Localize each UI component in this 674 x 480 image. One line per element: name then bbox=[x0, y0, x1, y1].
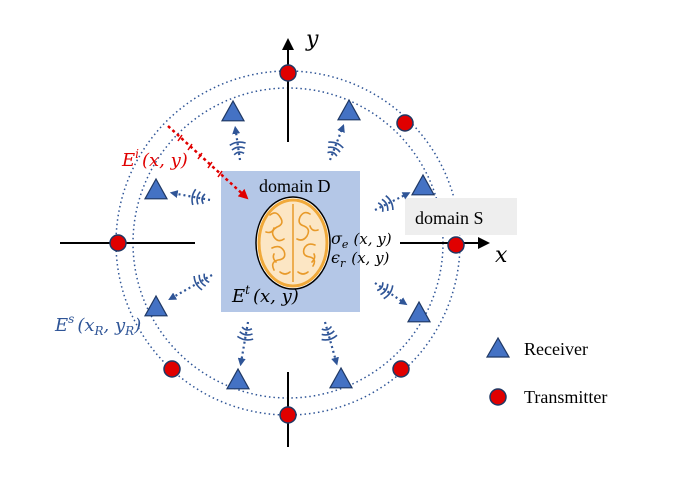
wave-arc bbox=[383, 285, 394, 300]
wave-arc bbox=[241, 326, 253, 331]
wave-arc bbox=[203, 273, 210, 284]
transmitter-1 bbox=[279, 64, 297, 82]
scatter-arrow-8 bbox=[169, 190, 211, 202]
wave-arc bbox=[321, 325, 333, 331]
permittivity-label: ϵr(x, y) bbox=[331, 248, 390, 270]
wave-arc bbox=[229, 141, 246, 146]
receiver-7 bbox=[143, 294, 169, 317]
domain-s-box bbox=[405, 198, 517, 235]
wave-arc bbox=[377, 202, 384, 212]
transmitter-7 bbox=[109, 234, 127, 252]
wave-arc bbox=[191, 188, 197, 206]
receiver-2 bbox=[336, 98, 362, 121]
scatter-arrow-5 bbox=[323, 321, 339, 366]
wave-arc bbox=[327, 146, 341, 153]
wave-arc bbox=[198, 274, 207, 287]
receiver-5 bbox=[328, 366, 354, 389]
receivers bbox=[143, 98, 436, 390]
incident-field-label: Ei(x, y) bbox=[121, 147, 188, 171]
legend: Receiver Transmitter bbox=[485, 336, 607, 407]
scatter-arrow-1 bbox=[232, 125, 242, 161]
scatter-arrow-7 bbox=[168, 274, 213, 301]
legend-receiver-icon bbox=[485, 336, 511, 358]
x-axis-label: x bbox=[495, 243, 508, 268]
brain-icon bbox=[255, 196, 331, 290]
wave-arc bbox=[328, 141, 344, 149]
transmitter-2 bbox=[396, 114, 414, 132]
wave-arc bbox=[385, 195, 394, 211]
wave-arc bbox=[321, 334, 338, 341]
legend-transmitter-label: Transmitter bbox=[524, 387, 607, 407]
scattered-waves bbox=[168, 124, 411, 367]
conductivity-label: σe(x, y) bbox=[331, 229, 392, 251]
transmitter-5 bbox=[279, 406, 297, 424]
wave-arc bbox=[327, 151, 338, 157]
wave-arc bbox=[381, 198, 389, 211]
domain-d-label: domain D bbox=[259, 176, 331, 196]
wave-arc bbox=[376, 282, 384, 292]
scatter-arrow-2 bbox=[328, 124, 345, 161]
receiver-3 bbox=[410, 173, 436, 196]
legend-transmitter-icon bbox=[489, 388, 507, 406]
scatter-arrow-6 bbox=[237, 321, 250, 367]
wave-arc bbox=[196, 191, 201, 205]
wave-arc bbox=[193, 275, 203, 291]
wave-arc bbox=[233, 151, 245, 156]
wave-arc bbox=[231, 146, 246, 151]
y-axis-label: y bbox=[305, 27, 319, 52]
total-field-label: Et(x, y) bbox=[231, 283, 299, 307]
wave-arc bbox=[201, 193, 206, 205]
incident-field-arrow bbox=[167, 125, 249, 200]
wave-arc bbox=[236, 335, 254, 341]
scatter-arrow-4 bbox=[374, 282, 408, 306]
transmitter-3 bbox=[447, 236, 465, 254]
domain-s-label: domain S bbox=[415, 208, 484, 228]
wave-arc bbox=[239, 331, 253, 336]
scattered-field-label: Es(xR, yR) bbox=[54, 312, 141, 338]
transmitter-4 bbox=[392, 360, 410, 378]
transmitter-6 bbox=[163, 360, 181, 378]
receiver-8 bbox=[143, 177, 169, 200]
wave-arc bbox=[321, 330, 335, 336]
receiver-1 bbox=[220, 99, 246, 122]
legend-receiver-label: Receiver bbox=[524, 339, 588, 359]
receiver-6 bbox=[225, 367, 251, 390]
receiver-4 bbox=[406, 300, 432, 323]
scatter-arrow-3 bbox=[374, 192, 411, 211]
transmitters bbox=[109, 64, 465, 424]
wave-arc bbox=[380, 283, 389, 296]
